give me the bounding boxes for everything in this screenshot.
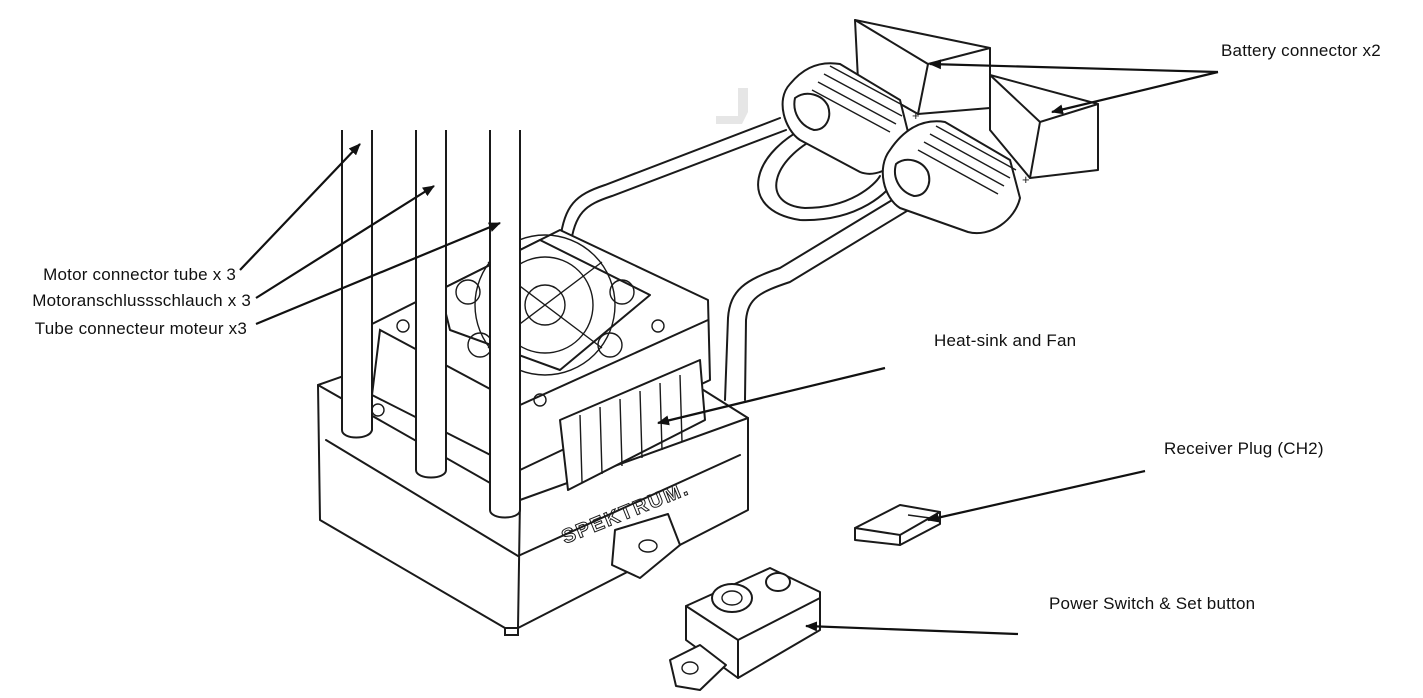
motor-arrow-1 [239,143,361,271]
battery-arrow-1 [929,59,1219,74]
battery-connector-label: Battery connector x2 [1221,41,1381,60]
background-mark [716,88,748,124]
svg-text:+: + [912,108,920,123]
motor-tube-label-fr: Tube connecteur moteur x3 [34,319,247,338]
motor-tube-label-de: Motoranschlussschlauch x 3 [32,291,251,310]
battery-arrow-2 [1051,70,1219,115]
motor-arrow-3 [255,221,501,326]
motor-tube-label-en: Motor connector tube x 3 [43,265,236,284]
receiver-arrow [927,469,1146,523]
battery-wires [559,117,926,401]
power-switch-label: Power Switch & Set button [1049,594,1256,613]
battery-connector-2: + [881,74,1099,235]
power-switch [669,567,821,691]
receiver-plug [854,504,941,546]
motor-arrow-2 [255,185,435,299]
callout-arrows [239,59,1219,636]
svg-text:+: + [1022,172,1030,187]
heatsink-arrow [657,366,886,426]
power-arrow [805,621,1019,636]
heatsink-fan-label: Heat-sink and Fan [934,331,1077,350]
receiver-plug-label: Receiver Plug (CH2) [1164,439,1324,458]
